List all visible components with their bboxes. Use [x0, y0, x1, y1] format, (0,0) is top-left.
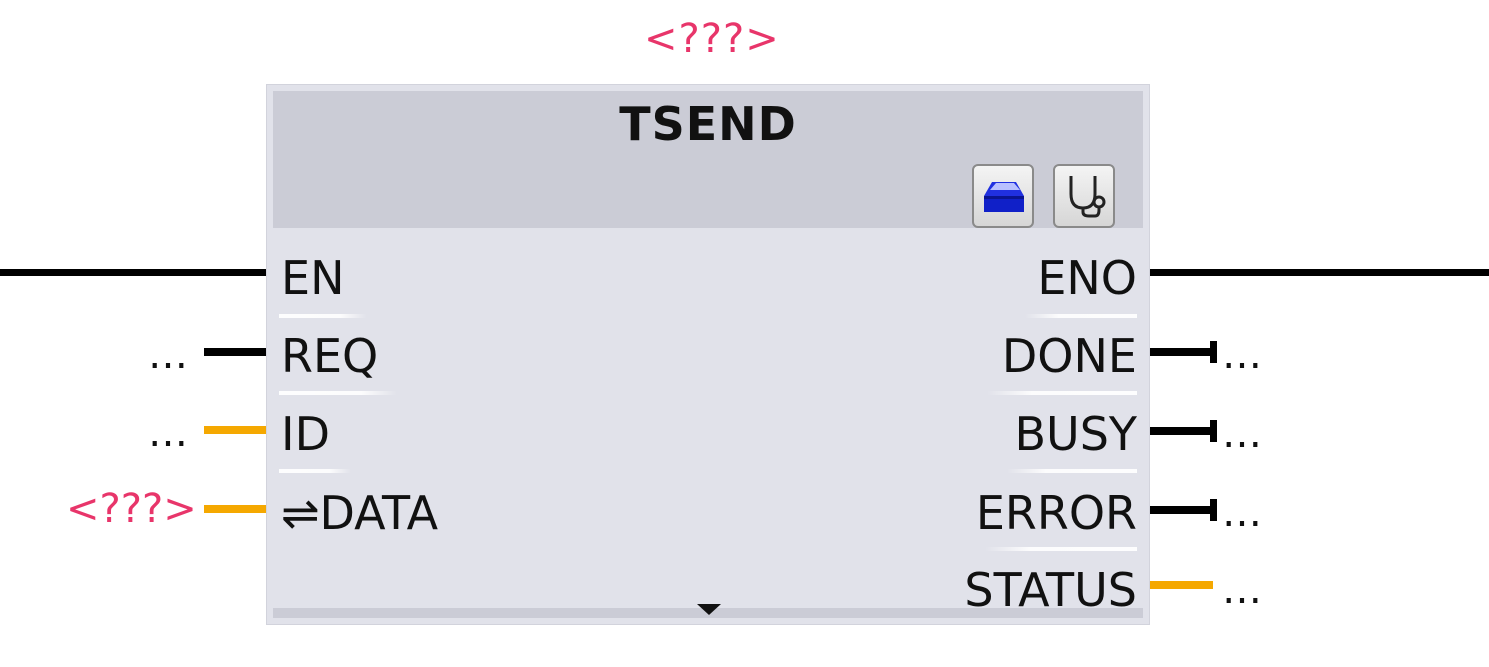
req-parameter[interactable]: … — [148, 332, 188, 378]
en-wire[interactable] — [0, 269, 267, 276]
status-parameter[interactable]: … — [1222, 567, 1262, 613]
pin-separator — [1007, 469, 1137, 473]
busy-wire[interactable] — [1149, 427, 1213, 435]
busy-wire-end — [1210, 420, 1217, 442]
pin-busy[interactable]: BUSY — [1014, 407, 1137, 461]
open-block-button[interactable] — [972, 164, 1034, 228]
data-wire[interactable] — [204, 505, 267, 513]
block-header[interactable]: TSEND — [273, 91, 1143, 228]
pin-eno[interactable]: ENO — [1037, 251, 1137, 305]
pin-separator — [985, 547, 1137, 551]
error-wire[interactable] — [1149, 506, 1213, 514]
stethoscope-icon — [1069, 176, 1106, 218]
pin-error[interactable]: ERROR — [975, 486, 1137, 540]
done-parameter[interactable]: … — [1222, 332, 1262, 378]
open-box-icon — [984, 182, 1024, 212]
block-title: TSEND — [619, 97, 797, 151]
error-parameter[interactable]: … — [1222, 490, 1262, 536]
pin-separator — [279, 469, 351, 473]
eno-wire[interactable] — [1149, 269, 1489, 276]
diagnostics-button[interactable] — [1053, 164, 1115, 228]
pin-separator — [279, 391, 397, 395]
status-wire[interactable] — [1149, 581, 1213, 589]
instance-name[interactable]: <???> — [644, 16, 780, 62]
busy-parameter[interactable]: … — [1222, 411, 1262, 457]
id-parameter[interactable]: … — [148, 410, 188, 456]
pin-separator — [279, 314, 367, 318]
done-wire-end — [1210, 341, 1217, 363]
pin-en[interactable]: EN — [281, 251, 345, 305]
pin-req[interactable]: REQ — [281, 329, 379, 383]
expand-arrow-icon[interactable] — [697, 604, 721, 615]
data-parameter[interactable]: <???> — [66, 486, 197, 532]
id-wire[interactable] — [204, 426, 267, 434]
error-wire-end — [1210, 499, 1217, 521]
pin-data[interactable]: ⇌DATA — [281, 486, 439, 540]
pin-separator — [1025, 314, 1137, 318]
req-wire[interactable] — [204, 348, 267, 356]
pin-separator — [987, 391, 1137, 395]
pin-id[interactable]: ID — [281, 407, 330, 461]
tsend-block[interactable]: TSEND EN REQ ID ⇌DATA ENO DONE BUSY — [266, 84, 1150, 625]
pin-done[interactable]: DONE — [1001, 329, 1137, 383]
done-wire[interactable] — [1149, 348, 1213, 356]
pin-status[interactable]: STATUS — [964, 563, 1137, 617]
